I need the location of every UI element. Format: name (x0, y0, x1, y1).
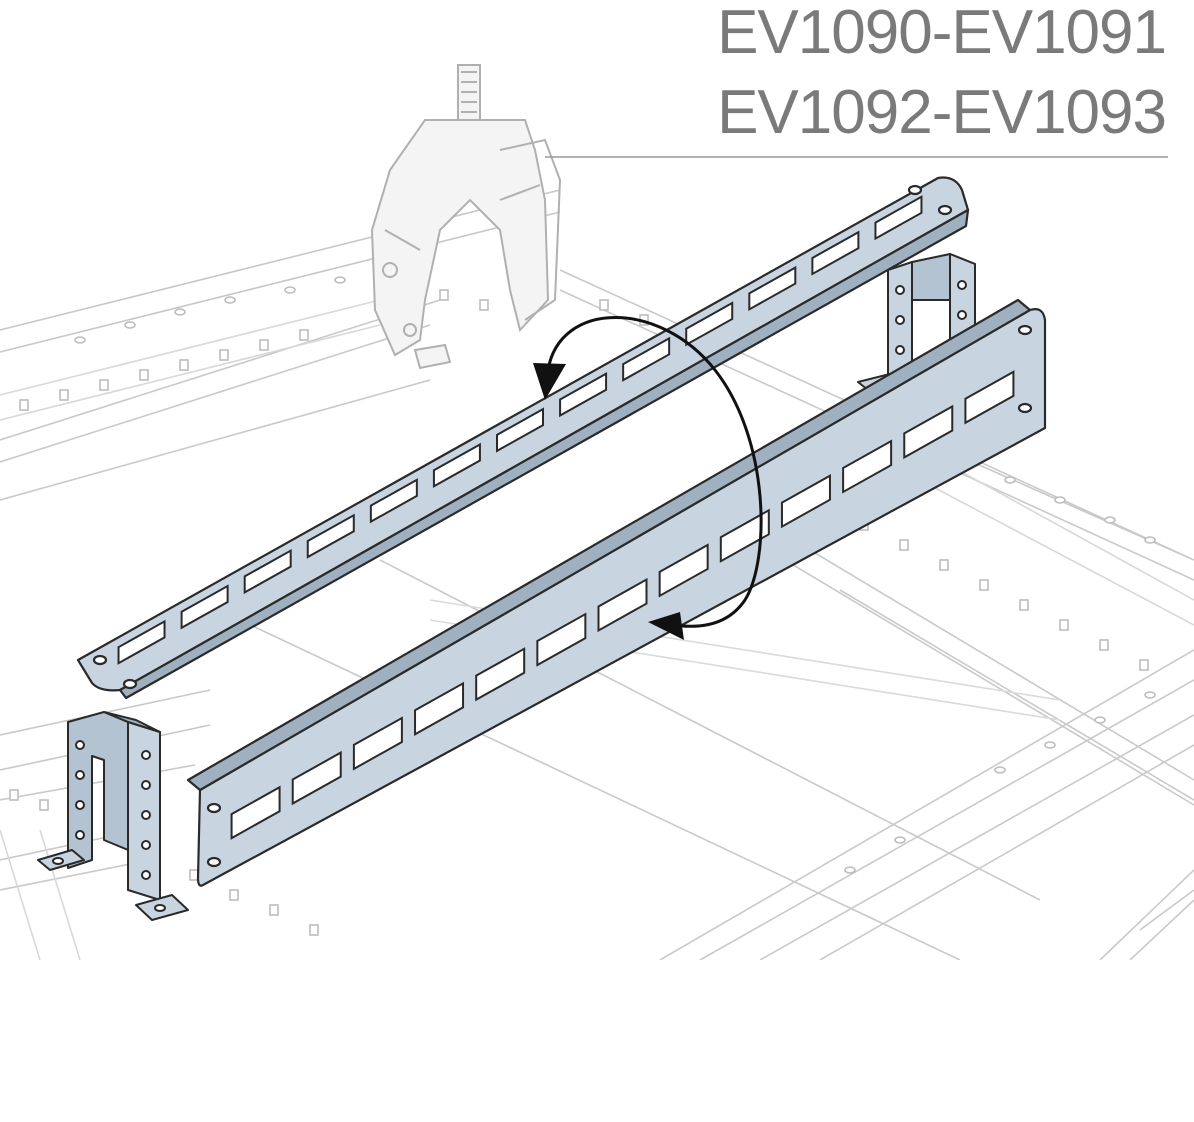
rail-slot (230, 785, 281, 840)
pipe-clamp (370, 64, 562, 370)
rail-slot (306, 513, 355, 559)
part-number-label-2: EV1092-EV1093 (717, 78, 1167, 147)
rail-slot (658, 543, 709, 598)
rail-slot (352, 716, 403, 771)
arrowhead-top-icon (533, 363, 566, 400)
rail-slot (811, 230, 860, 276)
rail-slot (117, 619, 166, 665)
arrowhead-bottom-icon (648, 612, 684, 640)
rail-slot (964, 370, 1015, 425)
rail-slot (748, 265, 797, 312)
rail-slot (559, 372, 608, 418)
rotation-arrow (546, 316, 763, 628)
rail-slot (291, 750, 342, 806)
front-support-bracket (37, 711, 189, 921)
rail-slot (180, 584, 229, 630)
part-number-label-1: EV1090-EV1091 (717, 0, 1167, 67)
rail-slot (597, 577, 648, 633)
rail-slot (414, 681, 465, 736)
front-rail-slots (230, 370, 1015, 840)
rail-slot (496, 407, 544, 453)
rail-slot (536, 612, 587, 667)
rail-slot (243, 548, 292, 595)
rail-slot (369, 478, 418, 524)
rail-slot (903, 404, 954, 460)
rail-slot (842, 439, 893, 494)
rail-slot (719, 508, 770, 563)
rail-slot (780, 474, 831, 529)
rail-slot (622, 336, 671, 382)
rail-slot (685, 301, 734, 347)
rail-slot (475, 647, 526, 702)
rail-slot (874, 195, 923, 241)
upper-rail-slots (117, 195, 923, 665)
rail-slot (432, 442, 481, 488)
